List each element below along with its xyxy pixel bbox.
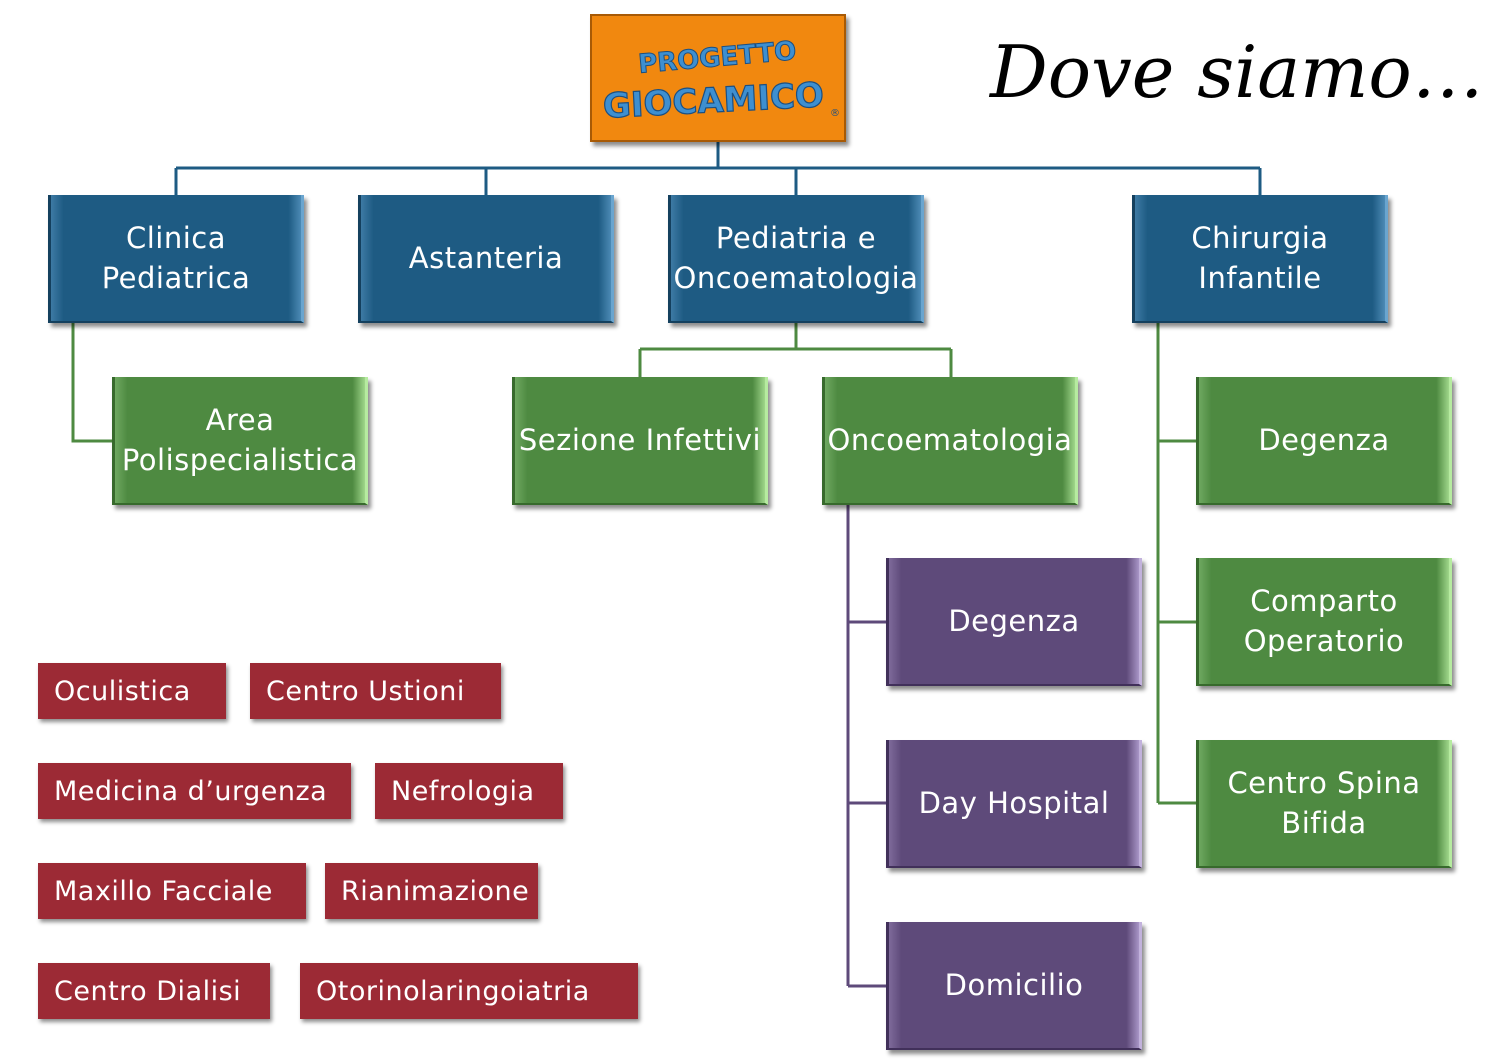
- logo-mark: PROGETTO GIOCAMICO ®: [601, 36, 840, 128]
- unit-sezione-infettivi: Sezione Infettivi: [512, 377, 768, 505]
- logo-registered-mark: ®: [830, 108, 840, 119]
- ward-nefrologia: Nefrologia: [375, 763, 563, 819]
- progetto-giocamico-logo: PROGETTO GIOCAMICO ®: [590, 14, 846, 142]
- ward-centro-dialisi: Centro Dialisi: [38, 963, 270, 1019]
- ward-otorinolaringoiatria: Otorinolaringoiatria: [300, 963, 638, 1019]
- unit-comparto-operatorio: Comparto Operatorio: [1196, 558, 1452, 686]
- unit-area-polispecialistica: Area Polispecialistica: [112, 377, 368, 505]
- unit-centro-spina-bifida: Centro Spina Bifida: [1196, 740, 1452, 868]
- department-pediatria-oncoematologia: Pediatria e Oncoematologia: [668, 195, 924, 323]
- department-astanteria: Astanteria: [358, 195, 614, 323]
- ward-maxillo-facciale: Maxillo Facciale: [38, 863, 306, 919]
- onco-unit-degenza: Degenza: [886, 558, 1142, 686]
- unit-degenza-chirurgia: Degenza: [1196, 377, 1452, 505]
- department-chirurgia-infantile: Chirurgia Infantile: [1132, 195, 1388, 323]
- department-clinica-pediatrica: Clinica Pediatrica: [48, 195, 304, 323]
- logo-line1: PROGETTO: [637, 36, 797, 80]
- ward-rianimazione: Rianimazione: [325, 863, 538, 919]
- sub-unit-connectors: [71, 322, 1198, 805]
- unit-oncoematologia: Oncoematologia: [822, 377, 1078, 505]
- onco-unit-connectors: [846, 505, 888, 988]
- root-connectors: [174, 142, 1262, 196]
- page-title: Dove siamo…: [990, 30, 1484, 114]
- onco-unit-day-hospital: Day Hospital: [886, 740, 1142, 868]
- ward-oculistica: Oculistica: [38, 663, 226, 719]
- ward-centro-ustioni: Centro Ustioni: [250, 663, 501, 719]
- logo-line2: GIOCAMICO: [602, 75, 825, 127]
- onco-unit-domicilio: Domicilio: [886, 922, 1142, 1050]
- ward-medicina-urgenza: Medicina d’urgenza: [38, 763, 351, 819]
